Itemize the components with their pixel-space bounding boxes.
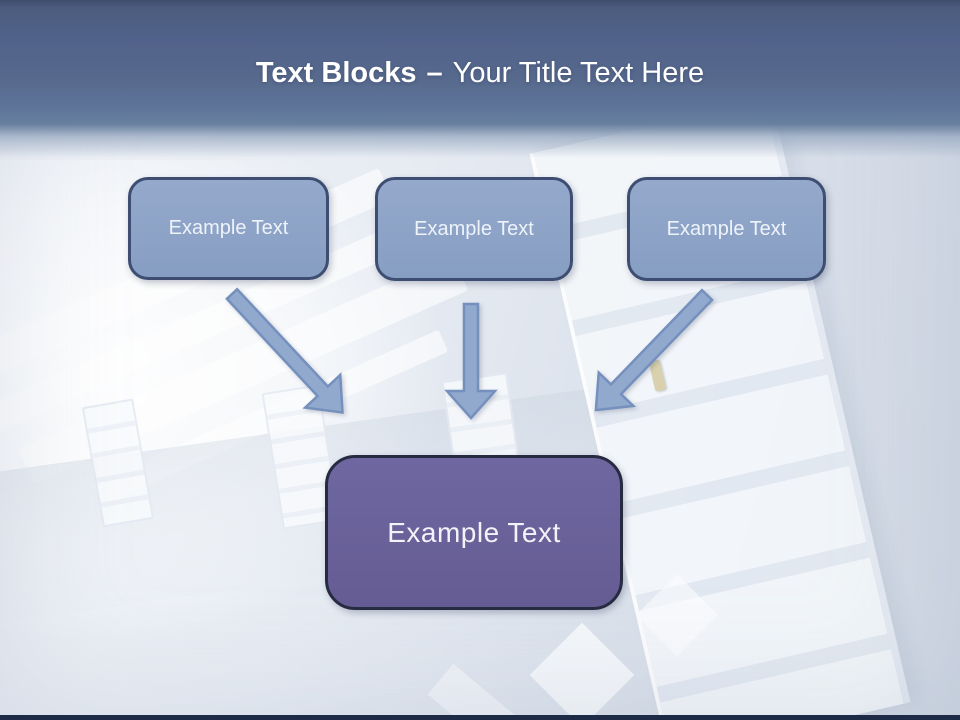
down-right-diagonal-arrow-icon[interactable]	[214, 278, 360, 429]
header-gradient-band	[0, 0, 960, 158]
center-text-block[interactable]: Example Text	[325, 455, 623, 610]
text-block-1-label: Example Text	[168, 217, 289, 239]
slide-title[interactable]: Text Blocks – Your Title Text Here	[0, 52, 960, 94]
text-block-3[interactable]: Example Text	[627, 177, 826, 281]
title-placeholder-text: Your Title Text Here	[452, 57, 705, 89]
down-arrow-icon[interactable]	[444, 302, 498, 420]
text-block-2[interactable]: Example Text	[375, 177, 573, 281]
title-separator-dash: –	[426, 57, 443, 89]
text-block-2-label: Example Text	[414, 217, 534, 240]
down-left-diagonal-arrow-icon[interactable]	[579, 278, 725, 426]
footer-bar	[0, 715, 960, 720]
center-text-block-label: Example Text	[387, 516, 561, 548]
text-block-1[interactable]: Example Text	[128, 177, 329, 280]
text-block-3-label: Example Text	[666, 217, 787, 240]
title-topic-text: Text Blocks	[255, 57, 417, 89]
